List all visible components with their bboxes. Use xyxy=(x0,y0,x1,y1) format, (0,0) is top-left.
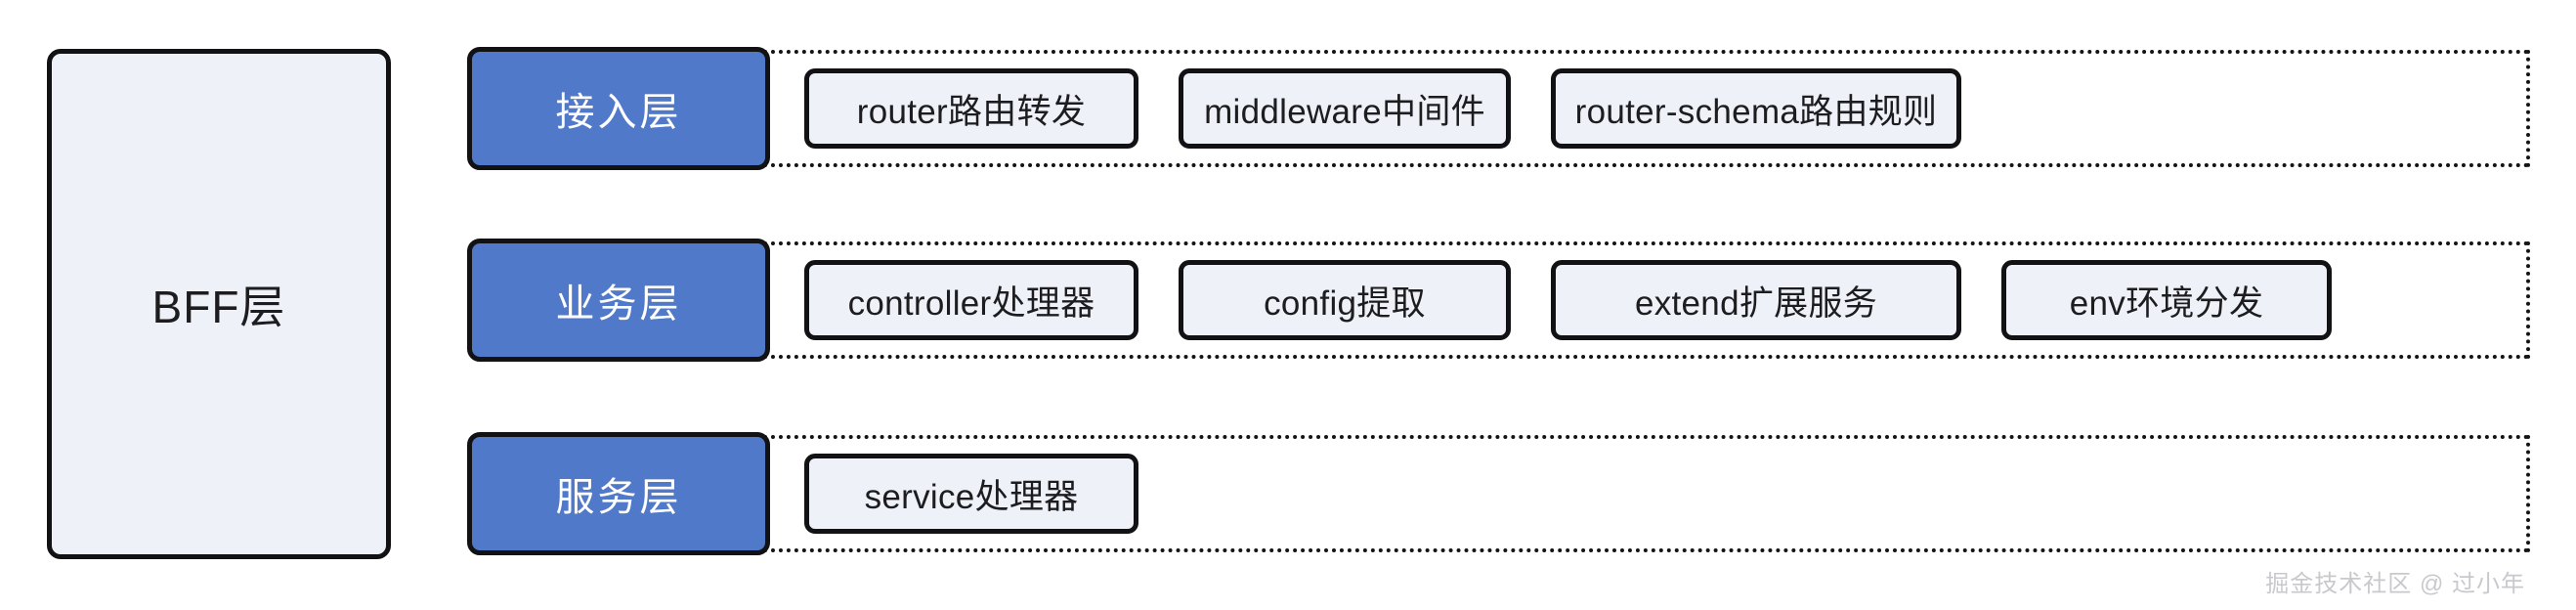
item-card-router[interactable]: router路由转发 xyxy=(804,68,1138,149)
item-card-controller[interactable]: controller处理器 xyxy=(804,260,1138,340)
layer-region-service: service处理器 xyxy=(763,435,2530,552)
item-card-middleware[interactable]: middleware中间件 xyxy=(1179,68,1511,149)
bff-container-label: BFF层 xyxy=(151,282,286,332)
item-label-extend: extend扩展服务 xyxy=(1634,283,1878,323)
layer-chip-business[interactable]: 业务层 xyxy=(467,239,770,362)
layer-region-business: controller处理器 config提取 extend扩展服务 env环境分… xyxy=(763,241,2530,359)
item-label-service: service处理器 xyxy=(864,477,1079,516)
item-card-extend[interactable]: extend扩展服务 xyxy=(1551,260,1961,340)
item-label-env: env环境分发 xyxy=(2069,283,2264,323)
bff-container-box: BFF层 xyxy=(47,49,391,559)
item-label-router-schema: router-schema路由规则 xyxy=(1574,92,1938,131)
layer-chip-access[interactable]: 接入层 xyxy=(467,47,770,170)
watermark-text: 掘金技术社区 @ 过小年 xyxy=(2265,571,2525,597)
layer-chip-service[interactable]: 服务层 xyxy=(467,432,770,555)
item-label-controller: controller处理器 xyxy=(847,283,1095,323)
layer-chip-label-business: 业务层 xyxy=(555,283,682,326)
item-label-config: config提取 xyxy=(1264,283,1426,323)
item-label-middleware: middleware中间件 xyxy=(1204,92,1485,131)
item-label-router: router路由转发 xyxy=(856,92,1087,131)
item-card-router-schema[interactable]: router-schema路由规则 xyxy=(1551,68,1961,149)
item-card-service[interactable]: service处理器 xyxy=(804,454,1138,534)
layer-chip-label-service: 服务层 xyxy=(555,476,682,519)
layer-region-access: router路由转发 middleware中间件 router-schema路由… xyxy=(763,50,2530,167)
item-card-env[interactable]: env环境分发 xyxy=(2001,260,2332,340)
item-card-config[interactable]: config提取 xyxy=(1179,260,1511,340)
layer-chip-label-access: 接入层 xyxy=(555,91,682,134)
